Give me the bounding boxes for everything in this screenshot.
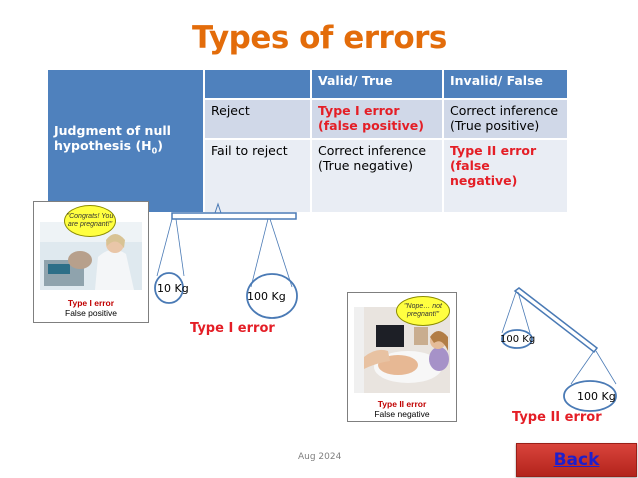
type1-error-label: Type I error [190, 321, 275, 336]
cell-type2-error: Type II error(false negative) [442, 138, 569, 214]
weight-label-10kg: 10 Kg [157, 282, 189, 295]
back-button[interactable]: Back [516, 443, 637, 477]
slide-title: Types of errors [192, 20, 447, 56]
type2-error-label: Type II error [512, 410, 602, 425]
weight-label-100kg-right: 100 Kg [247, 290, 286, 303]
error-types-table: Judgment of null hypothesis (H0) Valid/ … [46, 68, 569, 214]
cell-true-negative: Correct inference(True negative) [310, 138, 444, 214]
weight-label-100kg-heavy: 100 Kg [577, 390, 616, 403]
column-header-empty [203, 68, 312, 100]
row-label-fail-to-reject: Fail to reject [203, 138, 312, 214]
table-row-fail-to-reject: Fail to reject Correct inference(True ne… [47, 138, 569, 214]
footer-date: Aug 2024 [298, 452, 342, 462]
cell-true-positive: Correct inference(True positive) [442, 98, 569, 140]
column-header-valid: Valid/ True [310, 68, 444, 100]
column-header-invalid: Invalid/ False [442, 68, 569, 100]
row-label-reject: Reject [203, 98, 312, 140]
weight-label-100kg-left: 100 Kg [500, 334, 536, 345]
tilted-scale-icon [501, 287, 617, 412]
cell-type1-error: Type I error(false positive) [310, 98, 444, 140]
speech-bubble-congrats: "Congrats! You are pregnant!" [64, 205, 116, 237]
back-link[interactable]: Back [553, 450, 600, 470]
false-negative-image-panel: "Nope… not pregnant!" Type II error Fals… [347, 292, 457, 422]
panel2-caption: Type II error False negative [374, 399, 430, 419]
speech-bubble-nope: "Nope… not pregnant!" [396, 296, 450, 326]
row-header-judgment: Judgment of null hypothesis (H0) [46, 68, 205, 214]
panel1-caption: Type I error False positive [65, 298, 117, 318]
table-row-reject: Reject Type I error(false positive) Corr… [47, 98, 569, 140]
balanced-scale-icon [154, 202, 298, 319]
false-positive-image-panel: "Congrats! You are pregnant!" Type I err… [33, 201, 149, 323]
